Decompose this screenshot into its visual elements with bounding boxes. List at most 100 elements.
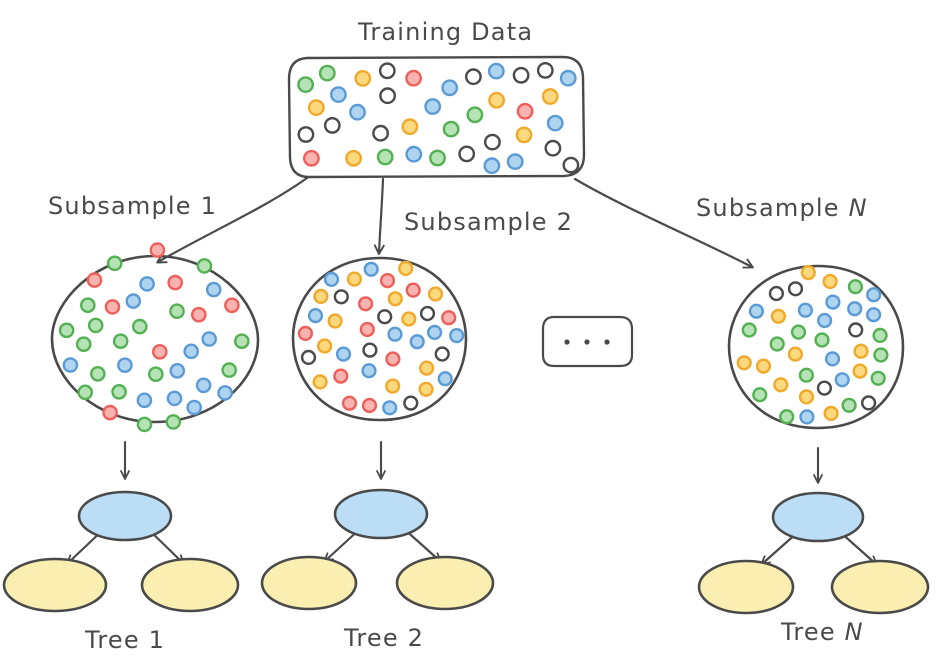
- data-dot-blue: [186, 399, 202, 416]
- data-dot-white: [333, 289, 349, 305]
- data-dot-red: [359, 321, 375, 338]
- data-dot-green: [147, 366, 164, 383]
- data-dot-red: [302, 149, 320, 167]
- data-dot-white: [544, 139, 562, 157]
- data-dot-blue: [483, 157, 501, 175]
- data-dot-green: [466, 106, 484, 124]
- data-dot-yellow: [398, 260, 414, 277]
- split-arrows: [156, 176, 754, 269]
- data-dot-white: [377, 309, 393, 325]
- tree-2-leaf-node-left: [260, 555, 358, 611]
- data-dot-green: [318, 64, 336, 82]
- data-dot-blue: [166, 390, 183, 407]
- data-dot-yellow: [427, 286, 444, 302]
- data-dot-yellow: [307, 99, 325, 117]
- data-dot-yellow: [798, 389, 815, 405]
- data-dot-blue: [329, 86, 347, 104]
- data-dot-green: [442, 120, 460, 138]
- data-dot-blue: [117, 357, 133, 374]
- tree-1: Tree 1: [2, 490, 240, 654]
- data-dot-yellow: [822, 273, 838, 290]
- data-dot-green: [814, 332, 830, 348]
- data-dot-white: [300, 349, 317, 366]
- data-dot-white: [860, 395, 877, 411]
- data-dot-blue: [136, 392, 153, 409]
- ellipsis-dot: [584, 339, 590, 345]
- data-dot-red: [341, 395, 358, 411]
- data-dot-white: [434, 346, 450, 362]
- data-dot-yellow: [853, 343, 869, 359]
- data-dot-blue: [201, 331, 217, 347]
- data-dot-white: [372, 124, 389, 142]
- data-dot-red: [516, 102, 534, 120]
- tree-1-label: Tree 1: [84, 626, 165, 654]
- data-dot-blue: [382, 400, 398, 416]
- data-dot-white: [297, 126, 315, 143]
- data-dot-green: [221, 362, 237, 378]
- data-dot-blue: [427, 324, 443, 341]
- data-dot-blue: [865, 307, 882, 323]
- data-dot-green: [77, 384, 93, 401]
- data-dot-yellow: [852, 363, 868, 379]
- data-dot-yellow: [736, 355, 752, 371]
- data-dot-green: [75, 336, 92, 353]
- tree-2: Tree 2: [260, 488, 495, 652]
- tree-n: Tree N: [697, 491, 930, 646]
- data-dot-green: [769, 336, 785, 352]
- data-dot-yellow: [773, 377, 789, 393]
- data-dot-green: [112, 333, 129, 350]
- ellipsis-dot: [564, 339, 570, 345]
- data-dot-blue: [217, 385, 233, 401]
- subsample-2-circle: [291, 256, 468, 422]
- subsample-1-circle: [50, 242, 260, 433]
- data-dot-blue: [335, 346, 352, 362]
- data-dot-white: [403, 395, 419, 411]
- data-dot-green: [233, 333, 250, 350]
- subsample-2-dot-cluster: [297, 260, 465, 416]
- data-dot-blue: [559, 69, 577, 87]
- data-dot-blue: [62, 357, 79, 373]
- data-dot-yellow: [488, 91, 505, 109]
- data-dot-blue: [799, 409, 815, 425]
- training-data-box: [287, 55, 586, 179]
- data-dot-blue: [405, 145, 423, 163]
- data-dot-red: [190, 306, 207, 323]
- data-dot-yellow: [317, 338, 333, 354]
- training-data-dot-cluster: [297, 62, 580, 175]
- data-dot-blue: [183, 343, 199, 360]
- data-dot-green: [136, 416, 153, 433]
- data-dot-yellow: [755, 358, 772, 374]
- data-dot-blue: [424, 98, 442, 115]
- data-dot-green: [169, 303, 185, 320]
- data-dot-green: [870, 370, 886, 386]
- data-dot-red: [297, 325, 314, 342]
- data-dot-blue: [797, 302, 814, 318]
- data-dot-yellow: [515, 126, 533, 144]
- subsample-n-circle: [727, 264, 905, 430]
- data-dot-red: [102, 404, 118, 421]
- data-dot-blue: [847, 301, 863, 317]
- data-dot-green: [841, 397, 857, 413]
- data-dot-green: [106, 255, 123, 272]
- tree-n-label: Tree N: [780, 618, 864, 646]
- data-dot-white: [483, 133, 501, 151]
- data-dot-yellow: [541, 88, 559, 105]
- tree-n-root-node: [771, 491, 865, 543]
- data-dot-green: [111, 383, 127, 400]
- subsample-1-label: Subsample 1: [48, 192, 217, 220]
- subsample-n-dot-cluster: [736, 265, 889, 425]
- data-dot-green: [798, 367, 815, 383]
- data-dot-red: [361, 397, 378, 414]
- subsample-n-label: Subsample N: [696, 194, 868, 222]
- data-dot-blue: [437, 371, 453, 387]
- data-dot-yellow: [327, 313, 343, 329]
- data-dot-white: [768, 285, 785, 302]
- data-dot-blue: [307, 308, 324, 324]
- data-dot-green: [80, 297, 96, 314]
- data-dot-blue: [205, 281, 222, 298]
- arrow-to-subsample-1: [156, 176, 309, 264]
- data-dot-blue: [409, 334, 425, 350]
- data-dot-white: [419, 305, 436, 322]
